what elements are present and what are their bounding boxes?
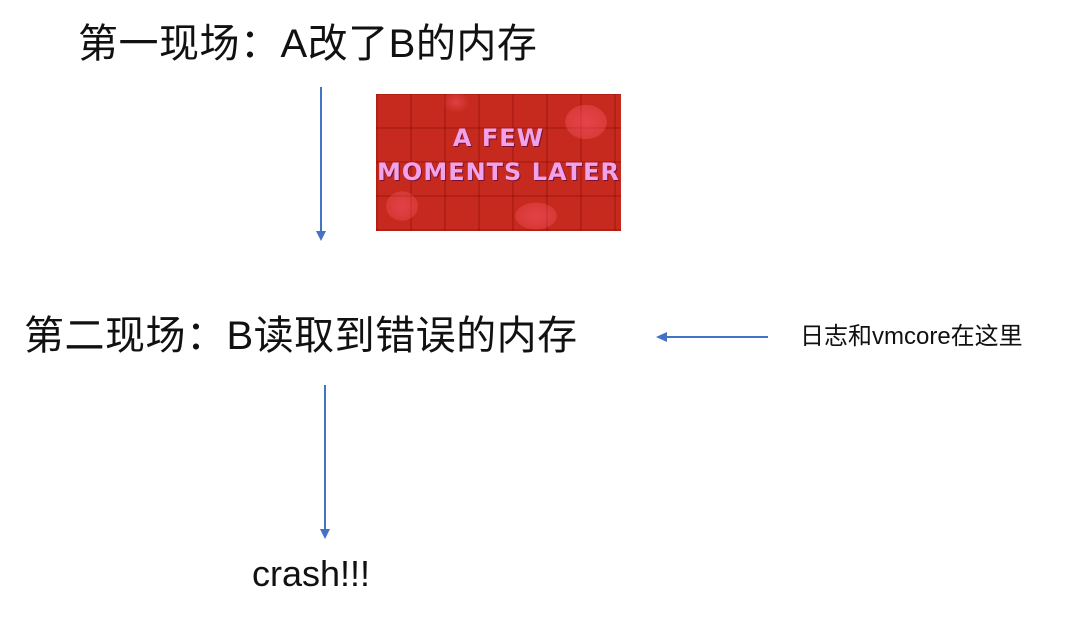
crash-label: crash!!! — [252, 553, 371, 594]
arrow-down-first-to-second — [316, 87, 326, 241]
few-moments-later-image: A FEW MOMENTS LATER — [376, 94, 621, 231]
first-scene-label: 第一现场：A改了B的内存 — [78, 22, 538, 66]
arrow-down-second-to-crash — [320, 385, 330, 539]
image-text-line1: A FEW — [452, 124, 545, 152]
logs-vmcore-annotation: 日志和vmcore在这里 — [800, 323, 1023, 350]
arrow-left-annotation — [656, 332, 768, 342]
second-scene-label: 第二现场：B读取到错误的内存 — [24, 314, 578, 358]
image-text-line2: MOMENTS LATER — [377, 158, 620, 186]
